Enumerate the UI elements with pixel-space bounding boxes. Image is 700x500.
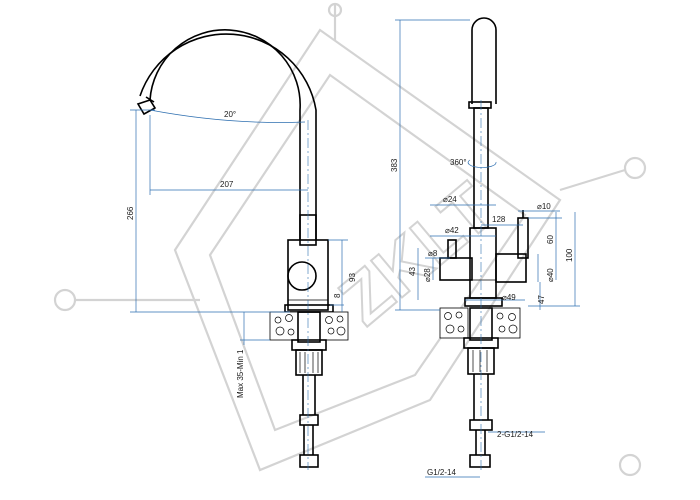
thread-bottom-label: G1/2-14 — [427, 468, 456, 477]
width-128-label: 128 — [492, 215, 506, 224]
h-100-label: 100 — [565, 248, 574, 262]
countertop-front-right-block — [491, 307, 521, 339]
h-47-label: 47 — [537, 295, 546, 304]
faucet-side-view — [136, 29, 349, 470]
rotation-360-label: 360° — [450, 158, 467, 167]
max-thickness-label: Max 35-Min 1 — [236, 349, 245, 398]
dia-8-label: ⌀8 — [428, 249, 438, 258]
left-dimensions: 20° 207 266 93 8 Max 35-Min 1 — [126, 109, 357, 398]
h-43-label: 43 — [408, 267, 417, 276]
h-60-label: 60 — [546, 235, 555, 244]
countertop-front-left-block — [439, 307, 469, 339]
watermark: ZKLT — [53, 2, 647, 477]
dia-28-label: ⌀28 — [423, 268, 432, 282]
thread-hoses-label: 2-G1/2-14 — [497, 430, 534, 439]
angle-20-label: 20° — [224, 110, 236, 119]
reach-207-label: 207 — [220, 180, 234, 189]
base-8-label: 8 — [333, 293, 342, 298]
handle-93-label: 93 — [348, 273, 357, 282]
dia-24-label: ⌀24 — [443, 195, 457, 204]
countertop-right-block — [319, 311, 349, 341]
faucet-front-view — [439, 17, 529, 470]
dia-40-label: ⌀40 — [546, 268, 555, 282]
dia-42-label: ⌀42 — [445, 226, 459, 235]
dia-10-label: ⌀10 — [537, 202, 551, 211]
countertop-left-block — [269, 311, 299, 341]
height-266-label: 266 — [126, 206, 135, 220]
height-383-label: 383 — [390, 158, 399, 172]
dia-49-label: ⌀49 — [502, 293, 516, 302]
right-dimensions: 383 360° ⌀24 ⌀10 128 ⌀42 60 100 ⌀8 ⌀28 4… — [390, 19, 580, 478]
